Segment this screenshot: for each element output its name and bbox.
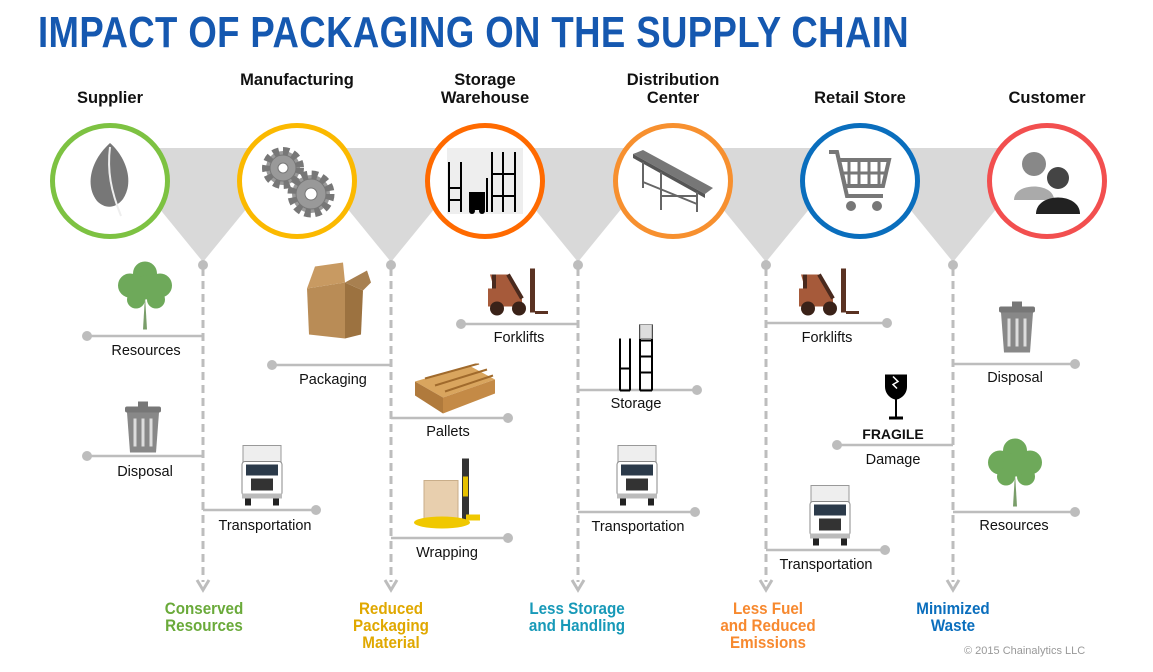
stage-circle-customer [987,123,1107,239]
connector-dot [880,545,890,555]
stage-label: Retail Store [814,89,906,107]
connector-dot [1070,359,1080,369]
conveyor-icon [633,150,713,212]
outcome-label: Less Storage and Handling [528,600,626,635]
connector-dot [311,505,321,515]
item-label-disposal: Disposal [117,464,173,480]
arrow-down-icon [383,579,399,593]
item-label-damage: Damage [865,452,921,468]
pallet-icon [413,362,497,423]
shopping-cart-icon [829,150,892,211]
stage-label: Customer [1008,89,1086,107]
connector-dot [267,360,277,370]
truck-icon [239,444,285,513]
outcome-label: Reduced Packaging Material [353,600,429,652]
connector-dot [503,413,513,423]
outcome-label: Minimized Waste [916,600,990,635]
timeline-dot [761,260,771,270]
item-label-forklifts: Forklifts [801,330,853,346]
item-label-resources: Resources [979,518,1049,534]
tree-icon [982,437,1048,514]
truck-icon [807,484,853,553]
rack-icon [618,323,654,398]
stage-circle-distribution-center [613,123,733,239]
truck-icon [614,444,660,513]
warehouse-icon [447,148,523,214]
timeline-dot [948,260,958,270]
leaf-icon [90,143,129,217]
tree-icon [112,260,178,337]
users-icon [1014,152,1080,214]
item-label-packaging: Packaging [299,372,367,388]
arrow-down-icon [570,579,586,593]
timeline-dot [386,260,396,270]
stage-label: Storage Warehouse [440,71,530,107]
connector-dot [882,318,892,328]
trash-icon [997,301,1037,360]
item-label-transportation: Transportation [779,557,873,573]
stage-circle-manufacturing [237,123,357,239]
connector-dot [1070,507,1080,517]
item-label-forklifts: Forklifts [493,330,545,346]
forklift-icon [795,267,861,322]
item-label-transportation: Transportation [218,518,312,534]
connector-dot [692,385,702,395]
connector-dot [82,451,92,461]
stage-circle-retail-store [800,123,920,239]
copyright: © 2015 Chainalytics LLC [964,645,1086,657]
box-icon [295,261,375,346]
timeline-dot [198,260,208,270]
connector-dot [503,533,513,543]
item-label-resources: Resources [111,343,181,359]
stage-label: Distribution Center [626,71,720,107]
outcome-label: Conserved Resources [164,600,244,635]
item-label-transportation: Transportation [591,519,685,535]
connector-dot [456,319,466,329]
fragile-icon [883,373,909,428]
fragile-badge: FRAGILE [862,426,924,442]
connector-dot [82,331,92,341]
connector-dot [690,507,700,517]
timeline-dot [573,260,583,270]
arrow-down-icon [945,579,961,593]
wrapper-icon [412,457,484,536]
stage-label: Supplier [76,89,143,107]
connector-dot [832,440,842,450]
item-label-pallets: Pallets [426,424,470,440]
outcome-label: Less Fuel and Reduced Emissions [720,600,816,652]
page-title: IMPACT OF PACKAGING ON THE SUPPLY CHAIN [38,8,910,57]
stage-label: Manufacturing [240,71,354,89]
gears-icon [262,147,335,218]
item-label-disposal: Disposal [987,370,1043,386]
item-label-wrapping: Wrapping [416,545,478,561]
forklift-icon [484,267,550,322]
trash-icon [123,401,163,460]
stage-circle-storage-warehouse [425,123,545,239]
arrow-down-icon [195,579,211,593]
arrow-down-icon [758,579,774,593]
stage-circle-supplier [50,123,170,239]
item-label-storage: Storage [610,396,662,412]
